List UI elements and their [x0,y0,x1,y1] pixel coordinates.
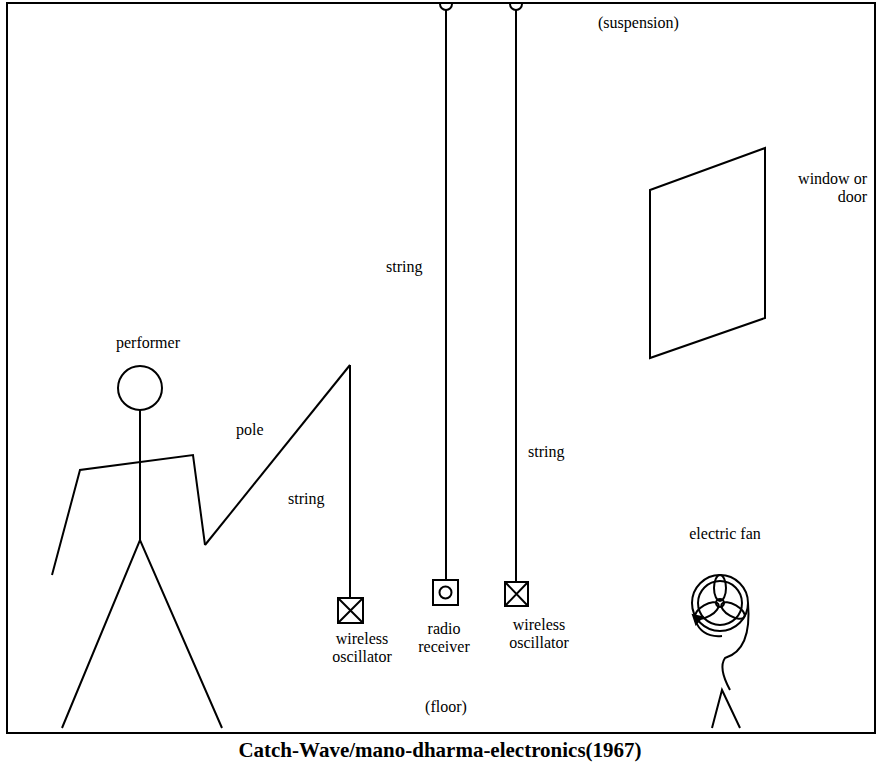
fan-label: electric fan [670,525,780,543]
string-label: string [288,490,344,508]
radio-receiver-symbol [433,580,458,605]
string-label: string [528,443,588,461]
window-shape [650,148,765,358]
radio-receiver-symbol [440,587,452,599]
performer-body [139,410,141,540]
pole-line [205,365,350,545]
performer-head [118,366,162,410]
oscillator-symbol [505,582,528,606]
string-label: string [386,258,442,276]
figure-label: performer [88,334,208,352]
note-label: (suspension) [598,14,738,32]
room-frame [7,3,875,733]
suspension-hook [510,4,522,10]
performer-arms [52,455,205,575]
oscillator-symbol [338,598,363,623]
string-line [515,10,517,582]
performer-legs [62,540,222,728]
suspension-hook [440,4,452,10]
string-line [349,365,351,598]
oscillator-symbol [338,598,363,623]
figure-caption: Catch-Wave/mano-dharma-electronics(1967) [0,738,880,763]
oscillator-label: wireless oscillator [322,630,402,667]
receiver-label: radio receiver [408,620,480,657]
string-line [445,10,447,580]
oscillator-symbol [505,582,528,606]
pole-label: pole [236,421,286,439]
fan-symbol [692,575,749,728]
floor-label: (floor) [400,698,492,716]
window-label: window or door [775,170,867,207]
fan-arrow [693,615,702,624]
oscillator-label: wireless oscillator [494,616,584,653]
